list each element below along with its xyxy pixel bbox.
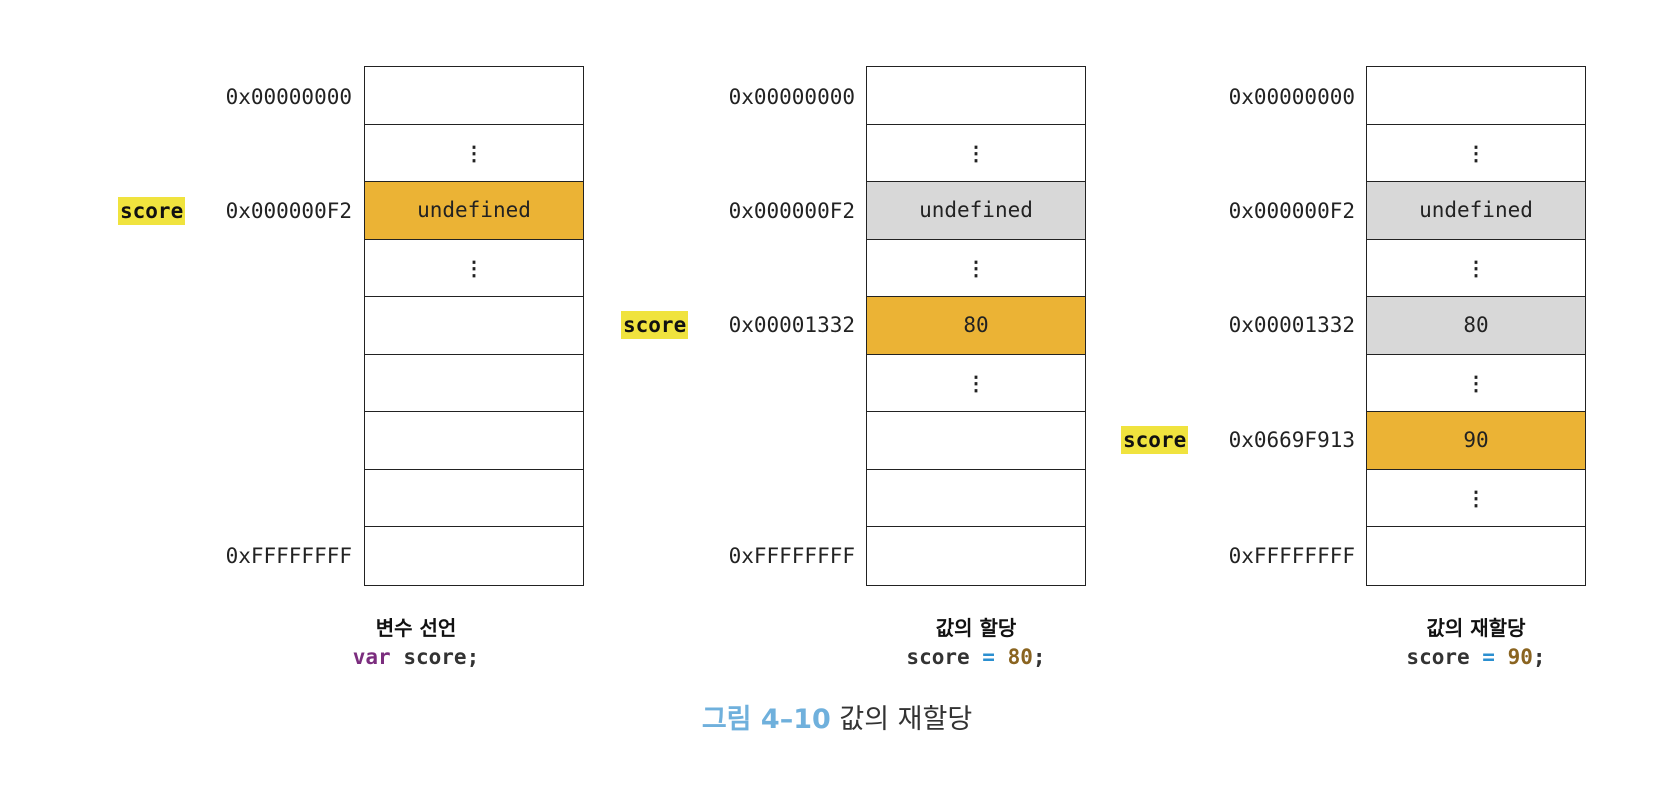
memory-cell bbox=[365, 297, 583, 355]
memory-cell-ellipsis: ⋮ bbox=[867, 239, 1085, 297]
memory-cell bbox=[1367, 67, 1585, 125]
address-variable: 0x000000F2 bbox=[225, 199, 352, 223]
memory-cell-80: 80 bbox=[867, 297, 1085, 355]
caption-declaration: 변수 선언 var score; bbox=[266, 614, 566, 672]
caption-title: 값의 재할당 bbox=[1426, 616, 1526, 640]
address-top: 0x00000000 bbox=[1228, 85, 1355, 109]
code-name: score; bbox=[403, 645, 480, 669]
caption-title: 변수 선언 bbox=[375, 616, 457, 640]
memory-cell-80: 80 bbox=[1367, 297, 1585, 355]
memory-cell bbox=[365, 67, 583, 125]
code-number: 80 bbox=[1007, 645, 1033, 669]
memory-cell-ellipsis: ⋮ bbox=[1367, 469, 1585, 527]
memory-cell-ellipsis: ⋮ bbox=[867, 124, 1085, 182]
code-number: 90 bbox=[1507, 645, 1533, 669]
memory-cell bbox=[1367, 527, 1585, 585]
address-bottom: 0xFFFFFFFF bbox=[1228, 544, 1355, 568]
caption-assignment: 값의 할당 score = 80; bbox=[826, 614, 1126, 672]
code-snippet: score = 90; bbox=[1326, 642, 1626, 672]
address-top: 0x00000000 bbox=[225, 85, 352, 109]
memory-cell bbox=[365, 527, 583, 585]
memory-cell-ellipsis: ⋮ bbox=[1367, 124, 1585, 182]
memory-panel-reassignment: 0x00000000 0x000000F2 0x00001332 0x0669F… bbox=[1000, 0, 1586, 700]
caption-reassignment: 값의 재할당 score = 90; bbox=[1326, 614, 1626, 672]
memory-cell bbox=[867, 469, 1085, 527]
code-keyword: var bbox=[352, 645, 391, 669]
code-operator: = bbox=[982, 645, 995, 669]
variable-label-score: score bbox=[621, 311, 689, 339]
memory-cell-undefined: undefined bbox=[365, 182, 583, 240]
memory-panel-assignment: 0x00000000 0x000000F2 0x00001332 0xFFFFF… bbox=[500, 0, 1086, 700]
memory-cells: ⋮ undefined ⋮ 80 ⋮ bbox=[866, 66, 1086, 586]
caption-title: 값의 할당 bbox=[935, 616, 1017, 640]
memory-cell-undefined: undefined bbox=[1367, 182, 1585, 240]
memory-cell bbox=[867, 412, 1085, 470]
memory-cell-ellipsis: ⋮ bbox=[867, 354, 1085, 412]
figure-title: 값의 재할당 bbox=[839, 704, 973, 735]
address-bottom: 0xFFFFFFFF bbox=[225, 544, 352, 568]
memory-cell-ellipsis: ⋮ bbox=[1367, 354, 1585, 412]
address-variable: 0x00001332 bbox=[728, 313, 855, 337]
address-top: 0x00000000 bbox=[728, 85, 855, 109]
memory-cell bbox=[365, 354, 583, 412]
memory-cell-ellipsis: ⋮ bbox=[1367, 239, 1585, 297]
address-variable: 0x0669F913 bbox=[1228, 428, 1355, 452]
memory-cell bbox=[867, 67, 1085, 125]
code-snippet: score = 80; bbox=[826, 642, 1126, 672]
address-undefined: 0x000000F2 bbox=[728, 199, 855, 223]
memory-cell bbox=[365, 412, 583, 470]
variable-label-score: score bbox=[118, 197, 186, 225]
memory-cells: ⋮ undefined ⋮ 80 ⋮ 90 ⋮ bbox=[1366, 66, 1586, 586]
code-name: score bbox=[906, 645, 970, 669]
code-name: score bbox=[1406, 645, 1470, 669]
memory-cell-ellipsis: ⋮ bbox=[365, 124, 583, 182]
code-operator: = bbox=[1482, 645, 1495, 669]
memory-cell-undefined: undefined bbox=[867, 182, 1085, 240]
code-semicolon: ; bbox=[1032, 645, 1046, 669]
memory-cell bbox=[867, 527, 1085, 585]
memory-panel-declaration: 0x00000000 0x000000F2 0xFFFFFFFF score ⋮… bbox=[0, 0, 584, 700]
memory-cell-90: 90 bbox=[1367, 412, 1585, 470]
variable-label-score: score bbox=[1121, 426, 1189, 454]
memory-cell bbox=[365, 469, 583, 527]
address-bottom: 0xFFFFFFFF bbox=[728, 544, 855, 568]
figure-caption: 그림 4–10 값의 재할당 bbox=[0, 700, 1674, 740]
address-80: 0x00001332 bbox=[1228, 313, 1355, 337]
memory-cells: ⋮ undefined ⋮ bbox=[364, 66, 584, 586]
figure-number: 그림 4–10 bbox=[701, 704, 831, 735]
code-semicolon: ; bbox=[1532, 645, 1546, 669]
address-undefined: 0x000000F2 bbox=[1228, 199, 1355, 223]
memory-cell-ellipsis: ⋮ bbox=[365, 239, 583, 297]
code-snippet: var score; bbox=[266, 642, 566, 672]
